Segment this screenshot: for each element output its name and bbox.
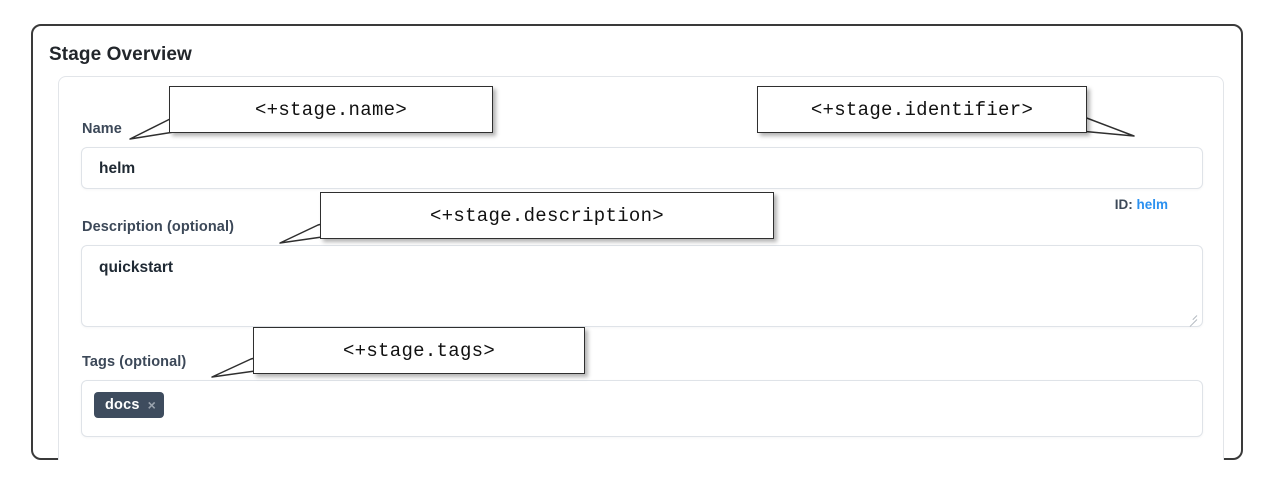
stage-identifier-readout: ID: helm	[1115, 197, 1168, 212]
callout-tail-identifier-icon	[1079, 116, 1135, 137]
resize-grip-icon[interactable]	[1185, 310, 1198, 327]
annotation-callout-stage-identifier: <+stage.identifier>	[757, 86, 1087, 133]
tags-label: Tags (optional)	[82, 354, 187, 370]
annotation-callout-stage-description: <+stage.description>	[320, 192, 774, 239]
annotation-callout-stage-tags: <+stage.tags>	[253, 327, 585, 374]
name-label: Name	[82, 121, 122, 137]
description-textarea[interactable]: quickstart	[81, 245, 1203, 327]
tag-chip-docs[interactable]: docs ×	[94, 392, 164, 418]
tags-input[interactable]: docs ×	[81, 380, 1203, 437]
annotation-callout-stage-name: <+stage.name>	[169, 86, 493, 133]
description-label: Description (optional)	[82, 219, 235, 235]
page-title: Stage Overview	[49, 44, 192, 65]
tag-remove-icon[interactable]: ×	[147, 397, 156, 413]
tag-chip-label: docs	[105, 397, 140, 413]
identifier-prefix-label: ID:	[1114, 197, 1133, 212]
name-input[interactable]: helm	[81, 147, 1203, 189]
identifier-value[interactable]: helm	[1136, 197, 1168, 212]
description-value: quickstart	[99, 259, 174, 276]
stage-overview-card: Name ID: helm helm Description (optional…	[58, 76, 1224, 460]
